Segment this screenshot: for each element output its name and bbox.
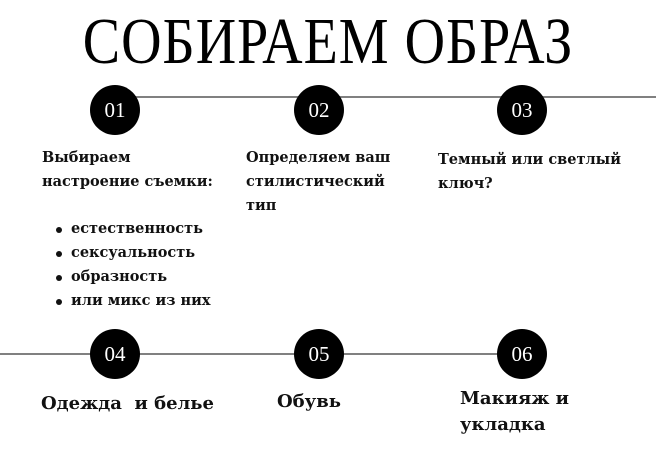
step-06-text: Макияж и укладка xyxy=(460,386,569,438)
step-02-line: тип xyxy=(246,197,277,214)
step-05-text: Обувь xyxy=(277,391,341,412)
step-02-line: стилистический xyxy=(246,173,385,190)
step-marker-02: 02 xyxy=(294,85,344,135)
step-02-text: Определяем ваш стилистический тип xyxy=(246,146,390,218)
step-01-text: Выбираем настроение съемки: xyxy=(42,146,213,194)
step-03-text: Темный или светлый ключ? xyxy=(438,148,621,196)
step-marker-06: 06 xyxy=(497,329,547,379)
list-item: сексуальность xyxy=(46,241,211,265)
timeline-bottom xyxy=(0,353,522,355)
list-item: естественность xyxy=(46,217,211,241)
list-item: или микс из них xyxy=(46,289,211,313)
page-title: СОБИРАЕМ ОБРАЗ xyxy=(82,5,574,79)
step-03-line: Темный или светлый xyxy=(438,151,621,168)
step-03-line: ключ? xyxy=(438,175,493,192)
step-01-line: Выбираем xyxy=(42,149,131,166)
list-item: образность xyxy=(46,265,211,289)
step-marker-04: 04 xyxy=(90,329,140,379)
mood-list: естественность сексуальность образность … xyxy=(46,217,211,313)
step-06-line: Макияж и xyxy=(460,388,570,409)
timeline-top xyxy=(115,96,656,98)
step-marker-05: 05 xyxy=(294,329,344,379)
step-02-line: Определяем ваш xyxy=(246,149,391,166)
step-01-line: настроение съемки: xyxy=(42,173,213,190)
step-06-line: укладка xyxy=(460,414,546,435)
step-marker-03: 03 xyxy=(497,85,547,135)
step-04-text: Одежда и белье xyxy=(41,393,214,414)
step-marker-01: 01 xyxy=(90,85,140,135)
